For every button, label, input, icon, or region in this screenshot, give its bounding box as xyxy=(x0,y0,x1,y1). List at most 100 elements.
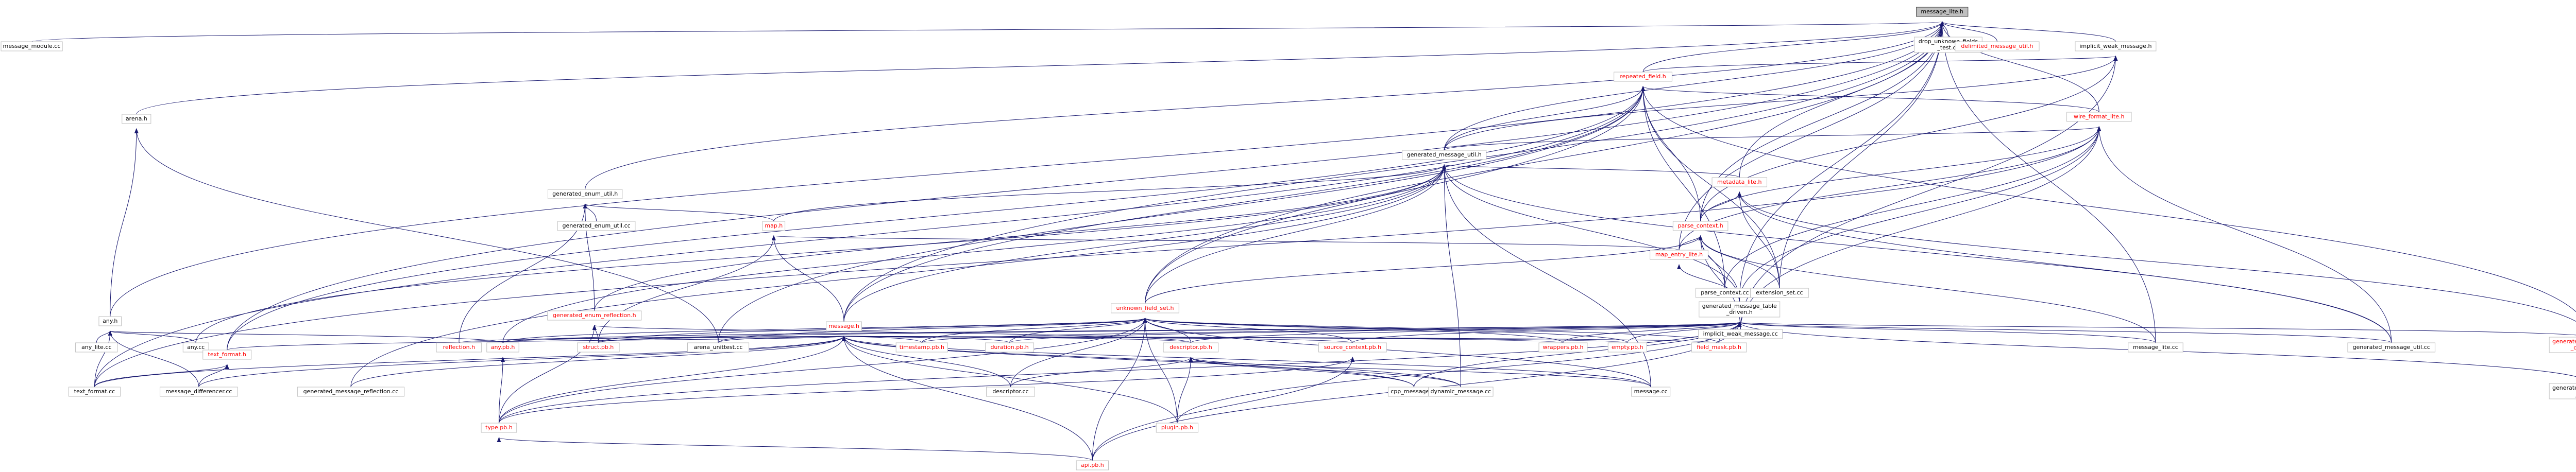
node-parse-context-cc[interactable]: parse_context.cc xyxy=(1696,288,1754,298)
node-box xyxy=(1750,288,1809,298)
node-generated-enum-util-h[interactable]: generated_enum_util.h xyxy=(547,189,623,199)
node-box xyxy=(75,342,118,353)
edge-cpp_message_cc-to-message_h xyxy=(842,336,1415,388)
node-cpp-message-cc[interactable]: cpp_message.cc xyxy=(1387,387,1440,397)
edge-empty_pb_h-to-unknown_field_set_h xyxy=(1143,318,1628,343)
node-metadata-lite-h[interactable]: metadata_lite.h xyxy=(1711,177,1768,187)
node-message-differencer-cc[interactable]: message_differencer.cc xyxy=(160,387,238,397)
edge-any_lite_cc-to-any_h xyxy=(96,330,112,343)
node-descriptor-pb-h[interactable]: descriptor.pb.h xyxy=(1163,342,1219,353)
node-map-h[interactable]: map.h xyxy=(762,221,786,231)
node-box xyxy=(547,189,623,199)
edge-arena_unittest_cc-to-arena_h xyxy=(134,128,719,343)
edge-plugin_pb_h-to-generated_message_table_driven_h xyxy=(1177,322,1742,424)
node-unknown-field-set-h[interactable]: unknown_field_set.h xyxy=(1111,303,1179,313)
node-label: parse_context.h xyxy=(1678,222,1723,229)
node-generated-message-util-cc[interactable]: generated_message_util.cc xyxy=(2347,342,2435,353)
edge-generated_enum_util_h-to-message_lite_h xyxy=(585,21,1944,190)
node-empty-pb-h[interactable]: empty.pb.h xyxy=(1607,342,1647,353)
node-api-pb-h[interactable]: api.pb.h xyxy=(1076,460,1109,470)
node-dynamic-message-cc[interactable]: dynamic_message.cc xyxy=(1428,387,1494,397)
node-message-h[interactable]: message.h xyxy=(826,321,862,331)
node-parse-context-h[interactable]: parse_context.h xyxy=(1672,221,1728,231)
node-type-pb-h[interactable]: type.pb.h xyxy=(481,423,517,433)
node-source-context-pb-h[interactable]: source_context.pb.h xyxy=(1318,342,1387,353)
node-any-cc[interactable]: any.cc xyxy=(182,342,209,353)
edge-generated_message_util_h-to-implicit_weak_message_h xyxy=(1444,56,2118,151)
node-repeated-field-h[interactable]: repeated_field.h xyxy=(1614,72,1672,82)
edge-type_pb_h-to-message_h xyxy=(498,336,846,424)
node-arena-h[interactable]: arena.h xyxy=(122,114,151,124)
edge-generated_message_util_cc-to-metadata_lite_h xyxy=(1737,191,2392,343)
node-message-lite-h[interactable]: message_lite.h xyxy=(1916,7,1969,17)
node-label: any.cc xyxy=(187,344,205,351)
node-generated-message-table-driven-cc[interactable]: generated_message_table_driven.cc xyxy=(2549,383,2576,399)
node-text-format-cc[interactable]: text_format.cc xyxy=(68,387,121,397)
node-field-mask-pb-h[interactable]: field_mask.pb.h xyxy=(1691,342,1747,353)
node-any-h[interactable]: any.h xyxy=(98,316,122,326)
node-arena-unittest-cc[interactable]: arena_unittest.cc xyxy=(687,342,750,353)
edge-text_format_cc-to-wire_format_lite_h xyxy=(94,126,2102,388)
node-box xyxy=(577,342,620,353)
node-label: arena_unittest.cc xyxy=(694,344,743,351)
node-label: generated_message_util.h xyxy=(1407,151,1482,158)
node-generated-message-table-driven-h[interactable]: generated_message_table_driven.h xyxy=(1699,301,1781,318)
node-duration-pb-h[interactable]: duration.pb.h xyxy=(985,342,1035,353)
node-label: arena.h xyxy=(126,115,147,122)
node-label: cpp_message.cc xyxy=(1391,388,1437,395)
node-implicit-weak-message-h[interactable]: implicit_weak_message.h xyxy=(2075,41,2157,51)
edge-wrappers_pb_h-to-generated_message_table_driven_h xyxy=(1563,322,1742,343)
node-label: api.pb.h xyxy=(1081,462,1104,468)
edge-any_h-to-arena_h xyxy=(110,128,139,317)
node-label: source_context.pb.h xyxy=(1324,344,1381,351)
node-extension-set-cc[interactable]: extension_set.cc xyxy=(1750,288,1809,298)
node-label: implicit_weak_message.h xyxy=(2079,43,2151,49)
node-label: generated_message_reflection.cc xyxy=(303,388,399,395)
node-any-lite-cc[interactable]: any_lite.cc xyxy=(75,342,118,353)
node-generated-message-util-h[interactable]: generated_message_util.h xyxy=(1402,150,1487,160)
node-label: generated_message_table xyxy=(1702,303,1777,309)
node-generated-message-table-driven-lite-h[interactable]: generated_message_table_driven_lite.h xyxy=(2549,337,2576,353)
edge-message_lite_cc-to-parse_context_h xyxy=(1698,235,2156,343)
node-box xyxy=(98,316,122,326)
node-label: unknown_field_set.h xyxy=(1116,305,1174,311)
edge-message_lite_cc-to-generated_message_table_driven_h xyxy=(1737,322,2156,343)
node-message-lite-cc[interactable]: message_lite.cc xyxy=(2128,342,2183,353)
node-struct-pb-h[interactable]: struct.pb.h xyxy=(577,342,620,353)
node-reflection-h[interactable]: reflection.h xyxy=(436,342,482,353)
node-implicit-weak-message-cc[interactable]: implicit_weak_message.cc xyxy=(1698,329,1783,339)
edge-generated_message_util_h-to-wire_format_lite_h xyxy=(1444,126,2101,151)
edge-descriptor_pb_h-to-generated_enum_reflection_h xyxy=(592,325,1191,343)
node-generated-message-reflection-cc[interactable]: generated_message_reflection.cc xyxy=(297,387,405,397)
node-label: type.pb.h xyxy=(485,424,513,431)
node-timestamp-pb-h[interactable]: timestamp.pb.h xyxy=(895,342,948,353)
node-any-pb-h[interactable]: any.pb.h xyxy=(486,342,519,353)
node-box xyxy=(122,114,151,124)
node-generated-enum-util-cc[interactable]: generated_enum_util.cc xyxy=(557,221,636,231)
edge-arena_unittest_cc-to-message_h xyxy=(718,336,845,343)
edge-arena_unittest_cc-to-repeated_field_h xyxy=(718,86,1645,343)
node-label: map_entry_lite.h xyxy=(1655,251,1703,258)
node-message-cc[interactable]: message.cc xyxy=(1631,387,1671,397)
node-map-entry-lite-h[interactable]: map_entry_lite.h xyxy=(1650,250,1708,260)
edges-layer xyxy=(31,21,2576,461)
node-box xyxy=(202,349,252,360)
edge-api_pb_h-to-message_h xyxy=(842,336,1093,461)
node-descriptor-cc[interactable]: descriptor.cc xyxy=(986,387,1035,397)
node-generated-enum-reflection-h[interactable]: generated_enum_reflection.h xyxy=(547,310,642,321)
node-wrappers-pb-h[interactable]: wrappers.pb.h xyxy=(1538,342,1588,353)
node-plugin-pb-h[interactable]: plugin.pb.h xyxy=(1156,423,1199,433)
node-box xyxy=(2128,342,2183,353)
edge-any_h-to-message_lite_h xyxy=(110,21,1944,317)
edge-generated_message_util_h-to-repeated_field_h xyxy=(1444,86,1645,151)
node-wire-format-lite-h[interactable]: wire_format_lite.h xyxy=(2066,112,2132,122)
node-label: generated_message_util.cc xyxy=(2353,344,2430,351)
node-delimited-message-util-h[interactable]: delimited_message_util.h xyxy=(1955,41,2040,51)
edge-wire_format_lite_h-to-repeated_field_h xyxy=(1641,86,2099,113)
node-box xyxy=(1,41,63,51)
node-message-module-cc[interactable]: message_module.cc xyxy=(1,41,63,51)
node-text-format-h[interactable]: text_format.h xyxy=(202,349,252,360)
node-label: metadata_lite.h xyxy=(1717,179,1762,185)
edge-parse_context_cc-to-wire_format_lite_h xyxy=(1724,126,2102,289)
node-label: _driven.h xyxy=(1726,309,1753,316)
